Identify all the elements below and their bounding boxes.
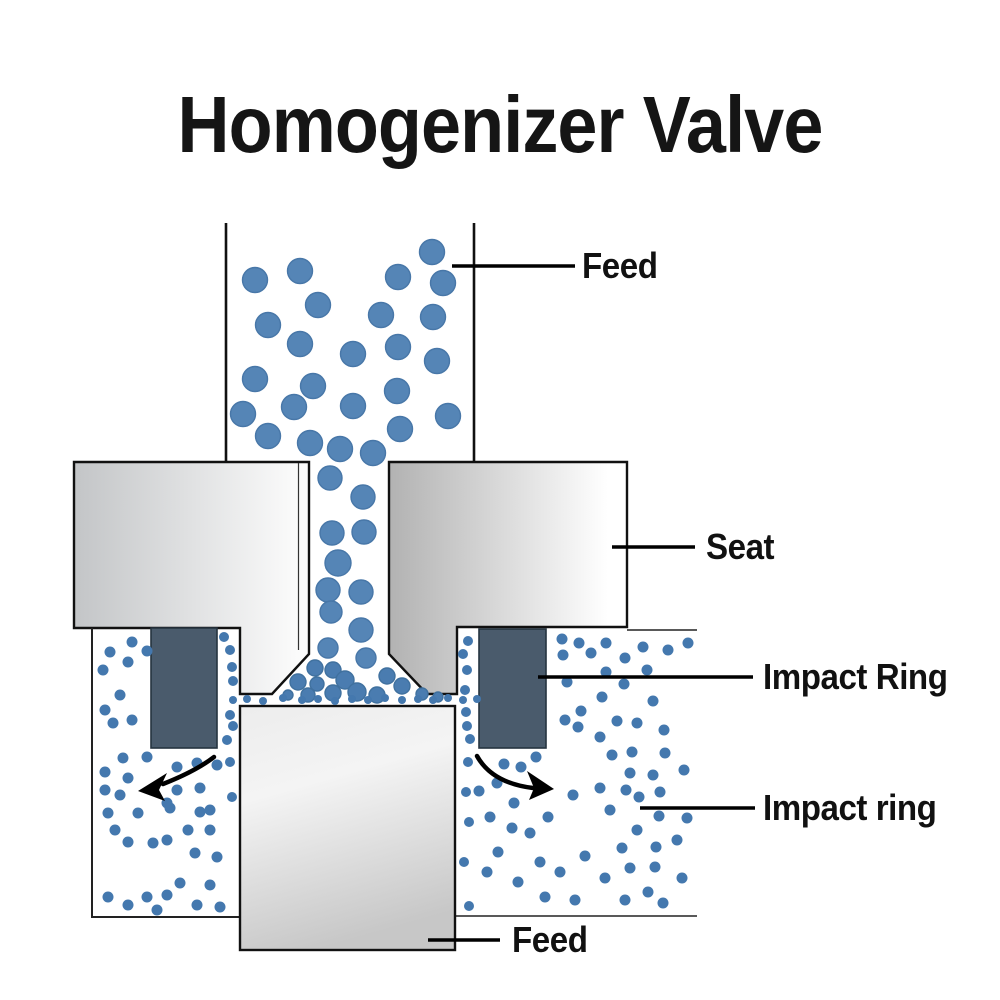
impact-ring-left — [150, 627, 218, 749]
seat-left-block — [72, 460, 311, 696]
left-region-droplets — [97, 636, 226, 916]
impact-ring-right — [478, 628, 547, 749]
plunger-block — [238, 704, 457, 952]
label-impact-ring: Impact Ring — [763, 656, 948, 697]
flow-arrow-right — [474, 753, 554, 800]
label-feed-top: Feed — [582, 245, 658, 286]
gap-droplets — [229, 694, 481, 705]
seat-right-block — [387, 460, 629, 696]
page-title: Homogenizer Valve — [177, 80, 824, 169]
left-strip-droplets — [219, 632, 238, 802]
flow-arrow-left — [138, 754, 217, 801]
funnel-droplets — [282, 659, 444, 704]
label-feed-bottom: Feed — [512, 919, 588, 960]
right-strip-droplets — [458, 636, 475, 911]
right-region-droplets — [473, 633, 694, 909]
label-impact-ring-2: Impact ring — [763, 787, 937, 828]
left-chamber-wall — [91, 628, 240, 918]
feed-droplets-large — [229, 238, 462, 467]
channel-droplets — [315, 465, 377, 669]
label-seat: Seat — [706, 526, 775, 567]
